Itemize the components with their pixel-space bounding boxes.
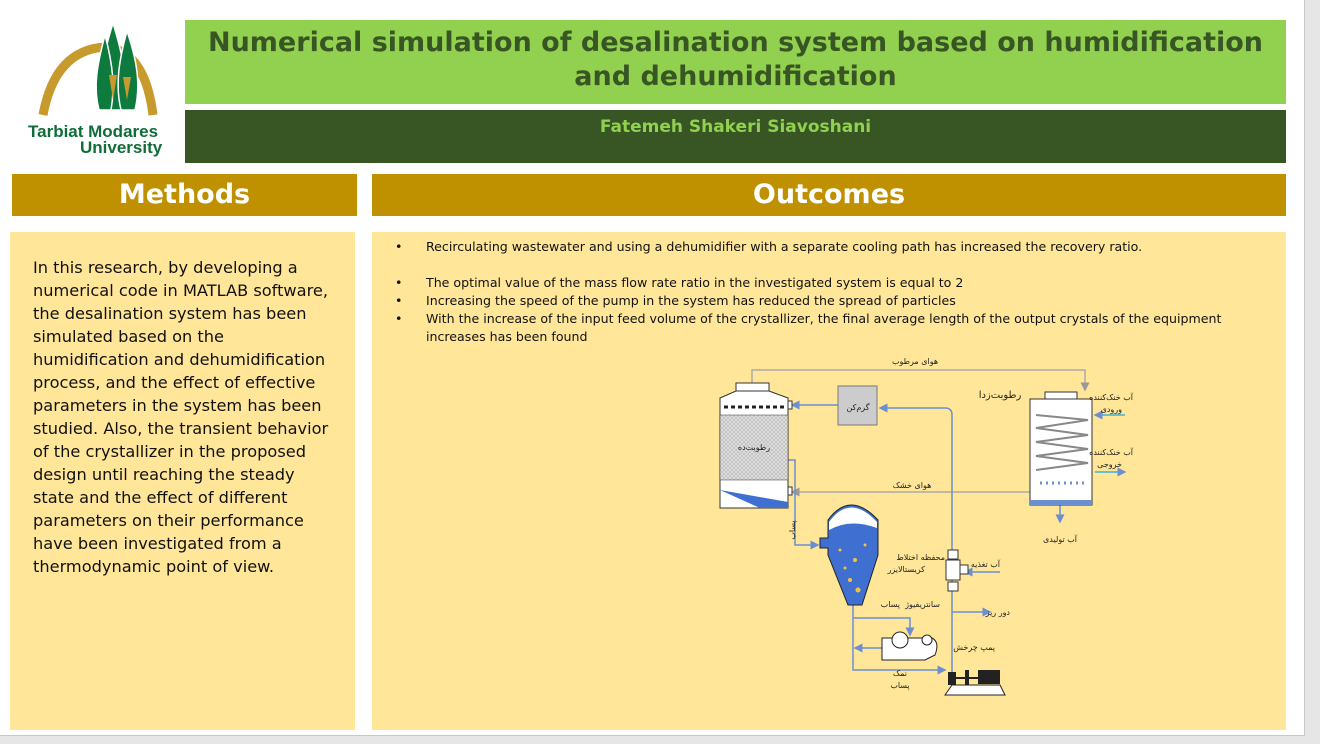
label-brine-bottom: پساب <box>890 681 909 690</box>
label-dehumidifier: رطوبت‌زدا <box>979 390 1022 401</box>
heater-box <box>837 385 878 426</box>
label-centrifuge: سانتریفیوژ <box>904 600 940 609</box>
label-mixing-chamber: محفظه اختلاط <box>896 553 945 562</box>
label-circulation-pump: پمپ چرخش <box>953 643 995 652</box>
centrifuge <box>881 631 938 661</box>
outcome-item: Increasing the speed of the pump in the … <box>395 292 1275 310</box>
outcome-item: Recirculating wastewater and using a deh… <box>395 238 1275 256</box>
university-logo: Tarbiat Modares University <box>25 15 175 160</box>
outcome-item: The optimal value of the mass flow rate … <box>395 274 1275 292</box>
dehumidifier-tower <box>1029 391 1093 506</box>
author-name: Fatemeh Shakeri Siavoshani <box>185 110 1286 163</box>
label-heater: گرم‌کن <box>846 402 869 412</box>
label-drain: دور ریز <box>985 608 1011 617</box>
label-brine-left: پساب <box>788 520 797 539</box>
process-diagram: هوای مرطوب گرم‌کن رطوبت‌ده رطوبت‌زدا آب … <box>719 357 1134 696</box>
humid-air-line <box>751 369 1090 392</box>
poster-title: Numerical simulation of desalination sys… <box>185 20 1286 104</box>
humidifier-tower <box>719 382 793 509</box>
outcomes-list: Recirculating wastewater and using a deh… <box>395 238 1275 346</box>
label-cooling-out-2: خروجی <box>1097 460 1122 469</box>
methods-heading: Methods <box>12 174 357 216</box>
outcomes-heading: Outcomes <box>372 174 1286 216</box>
label-feed-water: آب تغذیه <box>971 559 1001 569</box>
outcome-item: With the increase of the input feed volu… <box>395 310 1275 346</box>
logo-text-line2: University <box>80 138 163 157</box>
logo-text-line1: Tarbiat Modares <box>28 122 159 141</box>
label-brine-top: پساب <box>881 600 900 609</box>
return-line <box>878 403 953 675</box>
slide: Tarbiat Modares University Numerical sim… <box>0 0 1305 736</box>
mixing-chamber <box>945 549 969 592</box>
label-cooling-out-1: آب خنک‌کننده <box>1089 447 1134 457</box>
label-humidifier: رطوبت‌ده <box>738 443 770 452</box>
cypress-arch-icon <box>38 20 158 116</box>
label-cooling-in-1: آب خنک‌کننده <box>1089 392 1134 402</box>
crystallizer-tank <box>819 504 879 606</box>
label-salt: نمک <box>893 669 907 678</box>
methods-body: In this research, by developing a numeri… <box>33 258 329 576</box>
label-humid-air: هوای مرطوب <box>892 357 938 366</box>
label-cooling-in-2: ورودی <box>1101 405 1123 414</box>
circulation-pump <box>944 670 1006 696</box>
label-dry-air: هوای خشک <box>893 481 932 490</box>
label-crystallizer: کریستالایزر <box>886 565 925 574</box>
methods-panel <box>10 232 355 730</box>
label-product-water: آب تولیدی <box>1043 534 1078 544</box>
